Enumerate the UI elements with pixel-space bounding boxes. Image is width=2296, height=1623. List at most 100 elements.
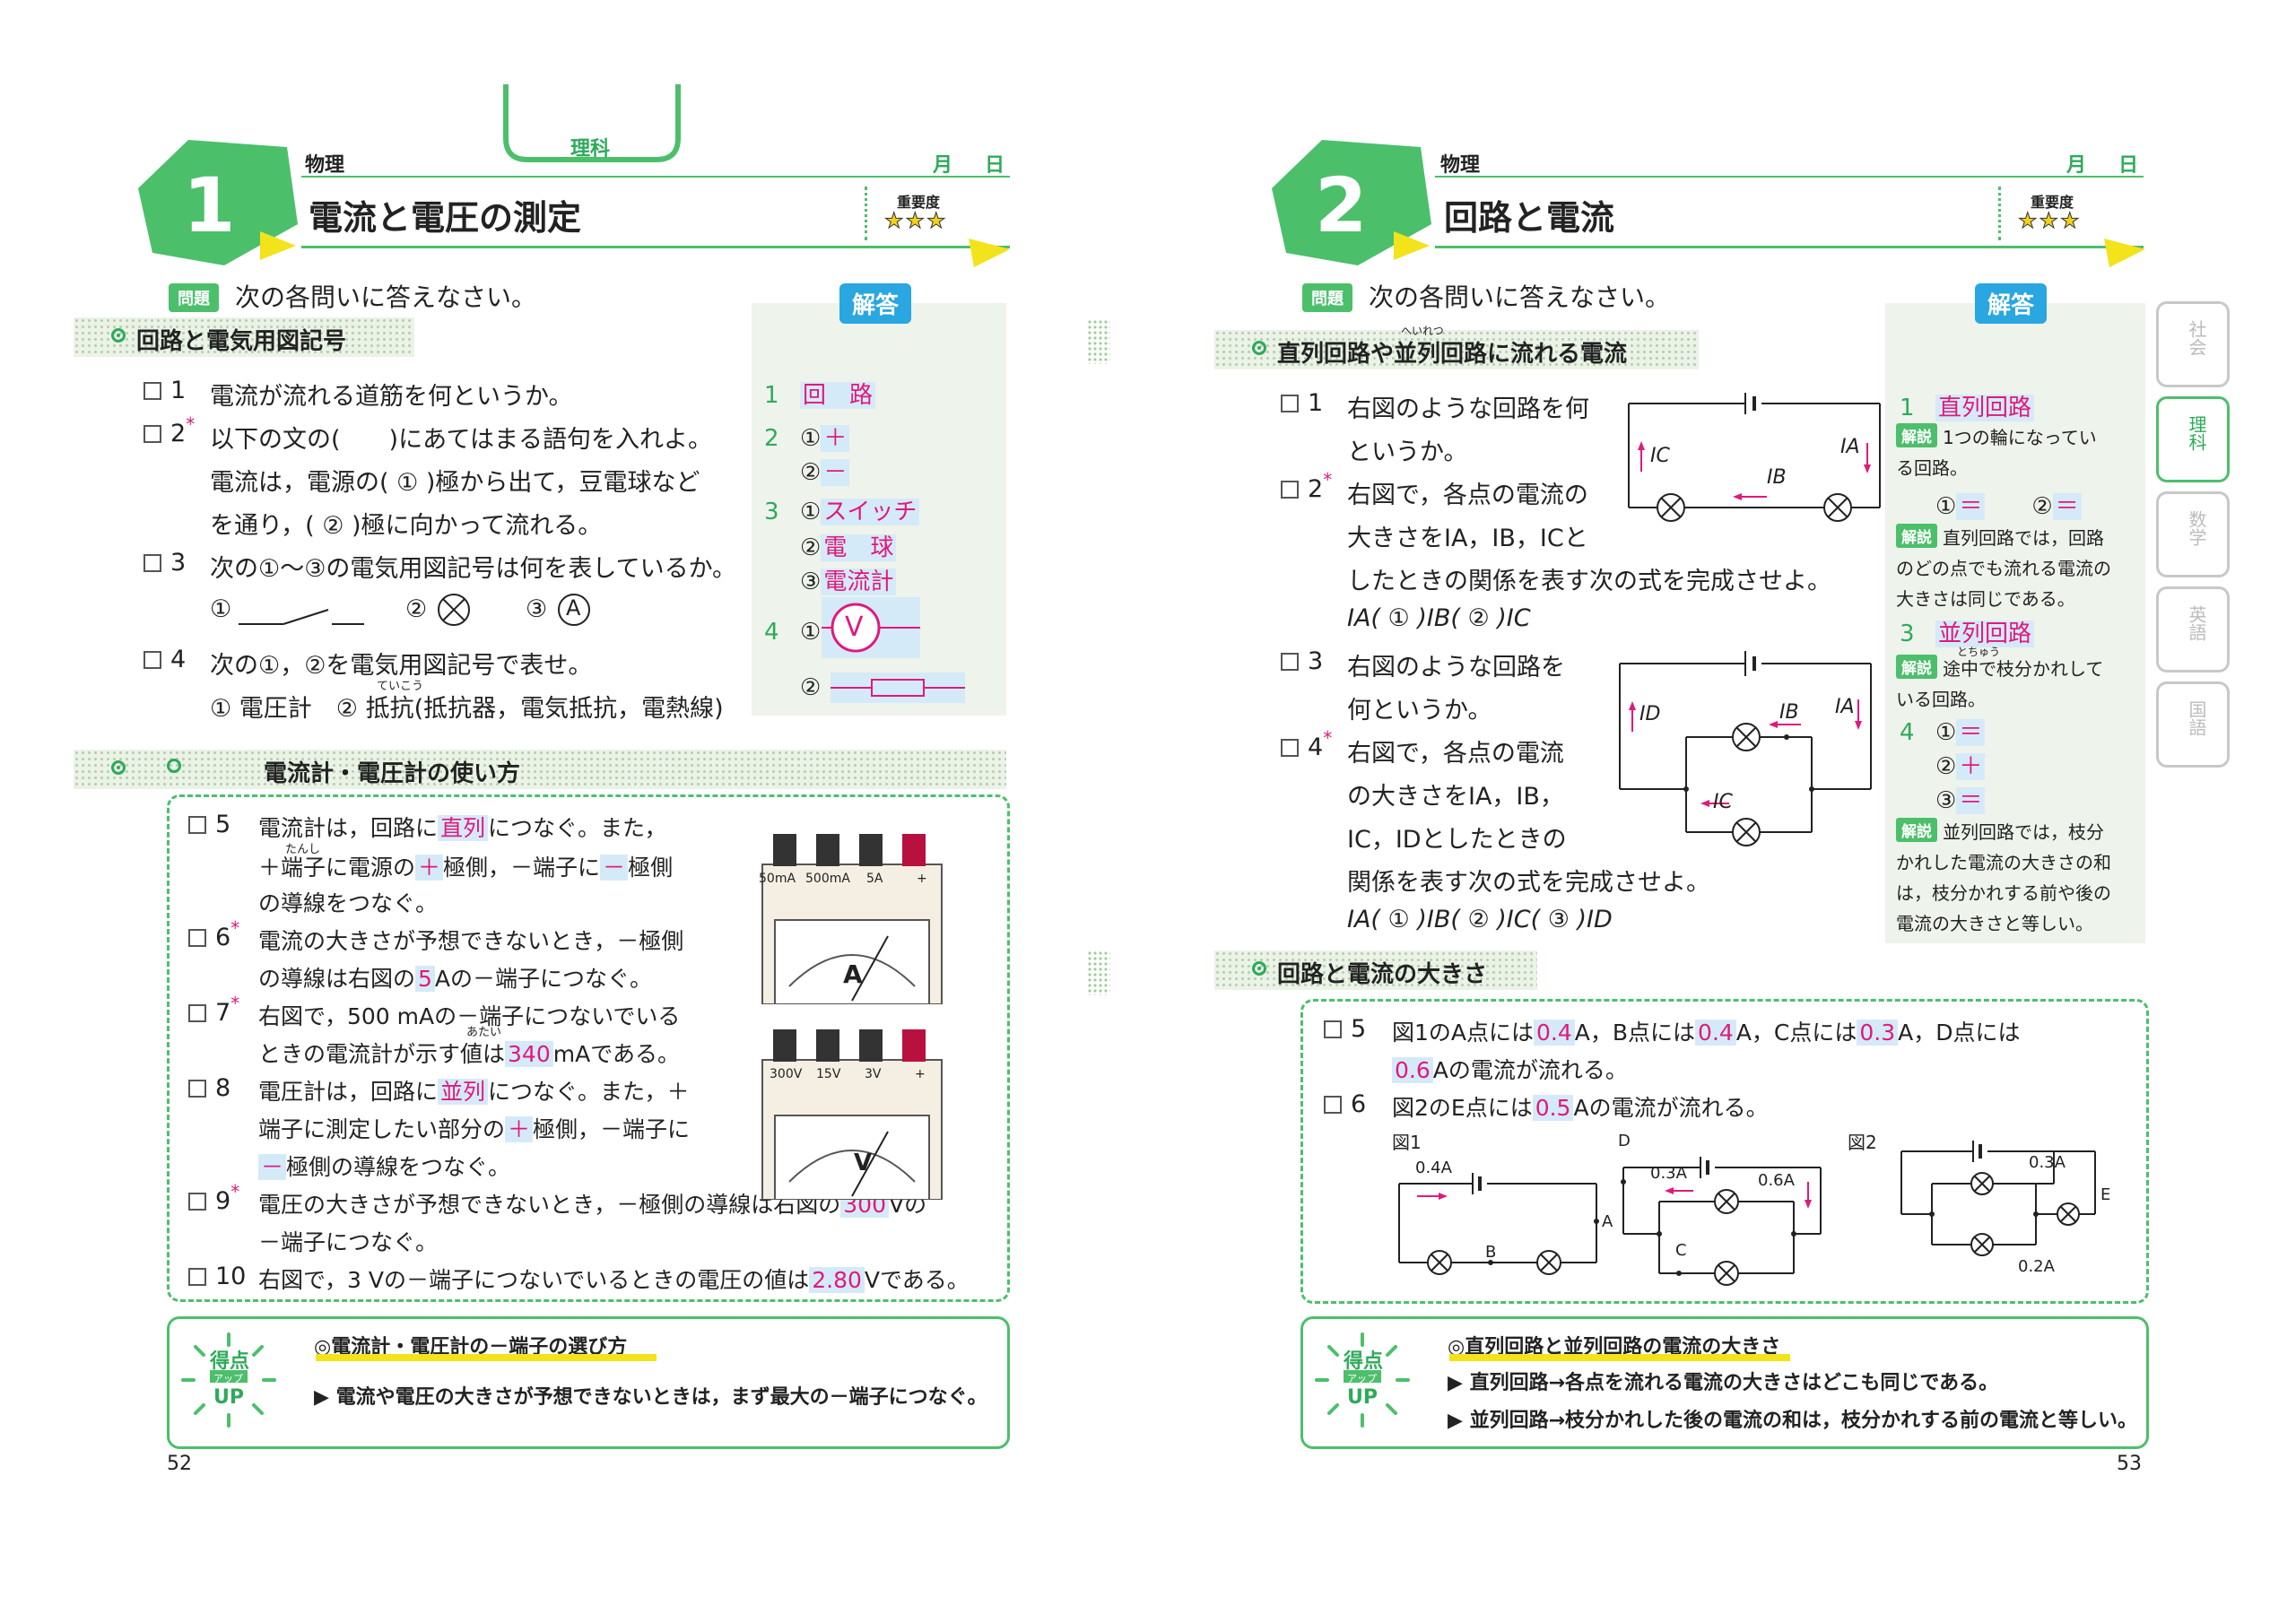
checkbox[interactable] [188,929,206,947]
label-ic: IC [1713,791,1733,813]
switch-symbol-icon [239,609,364,625]
fig2-current-03: 0.3A [2029,1153,2066,1172]
checkbox[interactable] [144,425,161,443]
q4-line2: の大きさをIA，IB， [1347,783,1564,811]
kaisetsu-2: 解説直列回路では，回路 [1896,524,2104,550]
voltmeter-symbol-icon [822,597,920,658]
checkbox[interactable] [188,1193,206,1211]
checkbox[interactable] [1281,481,1299,499]
ammeter-terminal-plus: + [917,872,927,886]
section-header-meter-usage: 電流計・電圧計の使い方 [74,750,1006,789]
tip-line: ▶ 電流や電圧の大きさが予想できないときは，まず最大の－端子につなぐ。 [314,1386,987,1409]
checkbox[interactable] [1324,1020,1342,1038]
checkbox[interactable] [1281,739,1299,757]
side-tab-math[interactable]: 数学 [2156,491,2230,577]
q5-number: 5 [188,811,230,838]
voltmeter-terminal-15v: 15V [816,1067,841,1081]
q3-sym2-label: ② [405,595,428,623]
page-title: 電流と電圧の測定 [309,198,582,238]
ammeter-illustration [761,834,943,1004]
checkbox[interactable] [144,651,161,669]
category-underline [1435,176,2144,178]
ammeter-terminal-5a: 5A [866,872,883,886]
side-tab-japanese[interactable]: 国語 [2156,681,2230,768]
fig1-current-03: 0.3A [1650,1164,1687,1183]
gutter-mark [1087,950,1110,995]
title-divider [1998,187,2001,240]
q2-text: 以下の文の( )にあてはまる語句を入れよ。 [210,426,712,454]
q6-number: 6* [188,917,239,951]
q4-text: 次の①，②を電気用図記号で表せ。 [210,652,593,680]
checkbox[interactable] [188,1004,206,1022]
side-tab-english[interactable]: 英語 [2156,586,2230,673]
checkbox[interactable] [188,816,206,834]
section-title: 回路と電流の大きさ [1277,961,1488,988]
q4-number: 4* [1281,727,1332,761]
q5-line3: の導線をつなぐ。 [258,890,439,916]
gutter-mark [1087,319,1110,364]
fig1-point-a: A [1602,1212,1613,1231]
q3-sym3-label: ③ [526,595,548,623]
q2-line2: 電流は，電源の( ① )極から出て，豆電球など [210,469,700,497]
q3-number: 3 [1281,647,1323,675]
side-tab-science[interactable]: 理科 [2156,396,2230,482]
q9-line2: －端子につなぐ。 [258,1229,439,1255]
checkbox[interactable] [1324,1096,1342,1114]
q5-line2: ＋端子に電源の＋極側，－端子に－極側 [258,855,674,881]
q1-line2: というか。 [1347,438,1468,466]
mondai-label: 問題 [1302,283,1352,312]
checkbox[interactable] [1281,395,1299,412]
section-bullet-icon [111,328,126,343]
checkbox[interactable] [1281,653,1299,671]
section-header-series-parallel: 直列回路や並列回路に流れる電流 [1214,330,1699,369]
label-id: ID [1639,703,1661,725]
checkbox[interactable] [188,1080,206,1098]
q2-line3: したときの関係を表す次の式を完成させよ。 [1347,568,1831,595]
ammeter-terminal-50ma: 50mA [759,872,796,886]
unit-badge [138,140,298,265]
category-underline [301,176,1010,178]
tip-line-2: ▶ 並列回路→枝分かれした後の電流の和は，枝分かれする前の電流と等しい。 [1448,1410,2138,1432]
unit-badge [1272,140,1431,265]
checkbox[interactable] [188,1268,206,1286]
checkbox[interactable] [144,382,161,400]
category-label: 物理 [305,154,345,177]
unit-number: 1 [183,161,236,249]
q1-number: 1 [1281,389,1323,417]
kaisetsu-4d: 電流の大きさと等しい。 [1896,913,2093,934]
q8-number: 8 [188,1074,230,1102]
mondai-label: 問題 [169,283,219,312]
tokuten-up-label: アップ [213,1373,243,1384]
ammeter-terminal-500ma: 500mA [805,872,850,886]
instruction-text: 次の各問いに答えなさい。 [1369,282,1671,312]
q4-line2: ① 電圧計 ② 抵抗(抵抗器，電気抵抗，電熱線) [210,695,724,723]
kaisetsu-3-ruby: とちゅう [1957,646,2001,658]
section-title: 直列回路や並列回路に流れる電流 [1277,341,1628,368]
left-page: 理科 1 物理 月日 電流と電圧の測定 重要度 ★★★ 問題 次の各問いに答えな… [74,84,1110,1475]
title-underline [1435,246,2144,248]
fig1-point-d: D [1618,1132,1631,1150]
q7-ruby: あたい [466,1026,502,1039]
title-arrow-icon [969,239,1010,267]
series-circuit-diagram [1628,393,1881,522]
q4-number: 4 [144,646,186,673]
parallel-circuit-diagram [1619,651,1872,846]
fig1-current-label: 0.4A [1415,1159,1452,1177]
q2-line2: 大きさをIA，IB，ICと [1347,525,1588,552]
checkbox[interactable] [144,554,161,572]
section-ruby: へいれつ [1401,325,1444,337]
section-bullet-icon [111,760,126,775]
side-tab-social[interactable]: 社会 [2156,301,2230,387]
answer-2: ①＝ ②＝ [1935,488,2082,521]
fig2-point-e: E [2100,1185,2111,1204]
tokuten-label: 得点 [210,1350,250,1373]
fig1-parallel-circuit [1621,1157,1822,1286]
